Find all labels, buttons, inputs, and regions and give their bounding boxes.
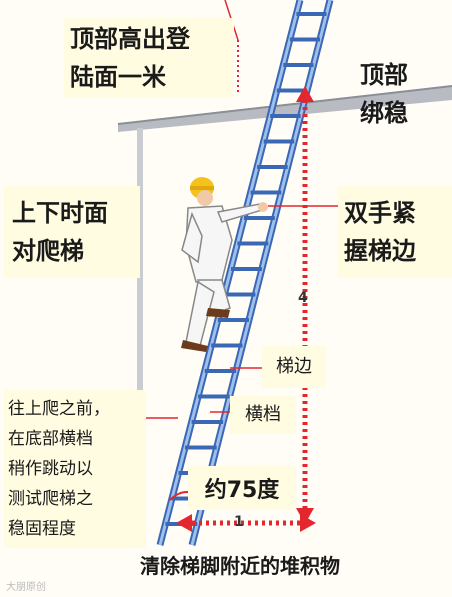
ratio-base-label: 1 (234, 514, 244, 530)
climbing-worker (181, 177, 268, 352)
support-post (137, 128, 143, 428)
label-top-height: 顶部高出登 陆面一米 (64, 18, 234, 98)
ratio-height-label: 4 (298, 290, 308, 306)
label-face-ladder: 上下时面 对爬梯 (4, 186, 140, 278)
worker-boot (181, 340, 208, 352)
label-top-secure: 顶部 绑稳 (360, 61, 408, 127)
label-test-base: 往上爬之前， 在底部横档 稍作跳动以 测试爬梯之 稳固程度 (4, 390, 146, 548)
label-rung: 横档 (230, 396, 296, 434)
label-rail: 梯边 (262, 346, 326, 388)
watermark: 大朋原创 (6, 582, 46, 593)
landing-platform (118, 86, 452, 132)
ladder-rungs (165, 12, 327, 526)
landing-edge (117, 85, 452, 125)
label-clear-base: 清除梯脚附近的堆积物 (140, 554, 340, 578)
label-angle: 约75度 (188, 466, 296, 510)
label-grip-rails: 双手紧 握梯边 (338, 186, 452, 278)
worker-head (197, 190, 213, 206)
worker-hand (258, 202, 268, 212)
